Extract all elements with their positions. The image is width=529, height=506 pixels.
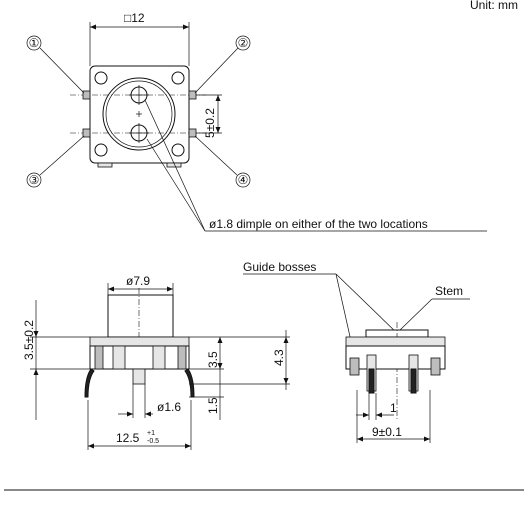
lead-length: 1.5 bbox=[206, 397, 220, 414]
dimple-note: ø1.8 dimple on either of the two locatio… bbox=[209, 217, 428, 231]
terminal-label-2: ② bbox=[238, 36, 249, 50]
pin-diameter: ø1.6 bbox=[157, 400, 181, 414]
body-height: 3.5 bbox=[206, 351, 220, 368]
lead-left bbox=[84, 368, 95, 398]
top-view: □12 5±0.2 bbox=[26, 11, 487, 232]
switch-body-top bbox=[89, 65, 190, 164]
stem-label: Stem bbox=[435, 284, 463, 298]
terminal-label-4: ④ bbox=[238, 173, 249, 187]
cover-plate-end bbox=[345, 336, 446, 347]
lead-right bbox=[184, 368, 195, 398]
guide-boss-right bbox=[430, 357, 441, 376]
guide-pin bbox=[132, 368, 146, 385]
stem-side bbox=[107, 294, 174, 338]
end-view: Guide bosses Stem 1 9±0.1 bbox=[243, 260, 470, 443]
lead-span: 9±0.1 bbox=[372, 425, 402, 439]
terminal-label-3: ③ bbox=[29, 173, 40, 187]
side-view: ø7.9 3.5±0.2 3.5 1.5 4.3 bbox=[22, 274, 290, 450]
housing-side bbox=[89, 345, 190, 370]
overall-height: 4.3 bbox=[272, 349, 286, 366]
cover-plate bbox=[89, 336, 190, 347]
width-tol-lower: -0.5 bbox=[147, 438, 159, 445]
pitch-dimension: 5±0.2 bbox=[203, 108, 217, 138]
terminal-label-1: ① bbox=[29, 36, 40, 50]
width-dimension: □12 bbox=[124, 11, 145, 25]
width-tol-upper: +1 bbox=[147, 430, 155, 437]
guide-boss-left bbox=[349, 357, 360, 376]
pin-pitch: 1 bbox=[390, 401, 397, 415]
guide-bosses-label: Guide bosses bbox=[243, 260, 316, 274]
stem-diameter: ø7.9 bbox=[126, 274, 150, 288]
unit-label: Unit: mm bbox=[470, 0, 518, 12]
height-total: 3.5±0.2 bbox=[22, 320, 36, 360]
width-main: 12.5 bbox=[116, 431, 140, 445]
stem-ring bbox=[102, 77, 176, 151]
housing-end bbox=[345, 345, 446, 370]
